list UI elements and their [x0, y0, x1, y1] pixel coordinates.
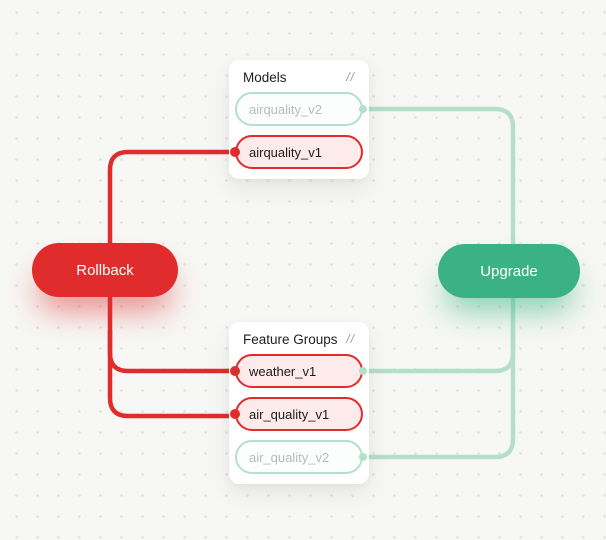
drag-handle-icon: //: [346, 70, 355, 84]
node-air-quality-v1[interactable]: air_quality_v1: [230, 397, 363, 431]
models-card-body: airquality_v2 airquality_v1: [229, 92, 369, 179]
feature-groups-card-body: weather_v1 air_quality_v1 air_quality_v2: [229, 354, 369, 484]
node-air-quality-v2[interactable]: air_quality_v2: [235, 440, 367, 474]
node-label: weather_v1: [249, 363, 317, 379]
models-card-title: Models: [243, 69, 287, 85]
output-port-airquality-v2[interactable]: [359, 105, 367, 113]
models-card: Models // airquality_v2 airquality_v1: [229, 60, 369, 179]
upgrade-wire-branch-weather-v1: [363, 330, 516, 374]
output-port-weather-v1[interactable]: [359, 367, 367, 375]
input-port-weather-v1[interactable]: [230, 366, 240, 376]
output-port-air-quality-v2[interactable]: [359, 453, 367, 461]
node-label: air_quality_v2: [249, 449, 330, 465]
node-label: airquality_v1: [249, 144, 322, 160]
input-port-airquality-v1[interactable]: [230, 147, 240, 157]
feature-groups-card: Feature Groups // weather_v1 air_quality…: [229, 322, 369, 484]
node-label: airquality_v2: [249, 101, 322, 117]
feature-groups-card-header: Feature Groups //: [229, 322, 369, 354]
upgrade-button[interactable]: Upgrade: [438, 244, 580, 298]
drag-handle-icon: //: [346, 332, 355, 346]
node-label: air_quality_v1: [249, 406, 330, 422]
rollback-wire-branch-weather-v1: [107, 330, 235, 374]
node-weather-v1[interactable]: weather_v1: [230, 354, 367, 388]
node-airquality-v1[interactable]: airquality_v1: [230, 135, 363, 169]
feature-groups-card-title: Feature Groups: [243, 331, 338, 347]
rollback-button[interactable]: Rollback: [32, 243, 178, 297]
node-airquality-v2[interactable]: airquality_v2: [235, 92, 367, 126]
input-port-air-quality-v1[interactable]: [230, 409, 240, 419]
models-card-header: Models //: [229, 60, 369, 92]
